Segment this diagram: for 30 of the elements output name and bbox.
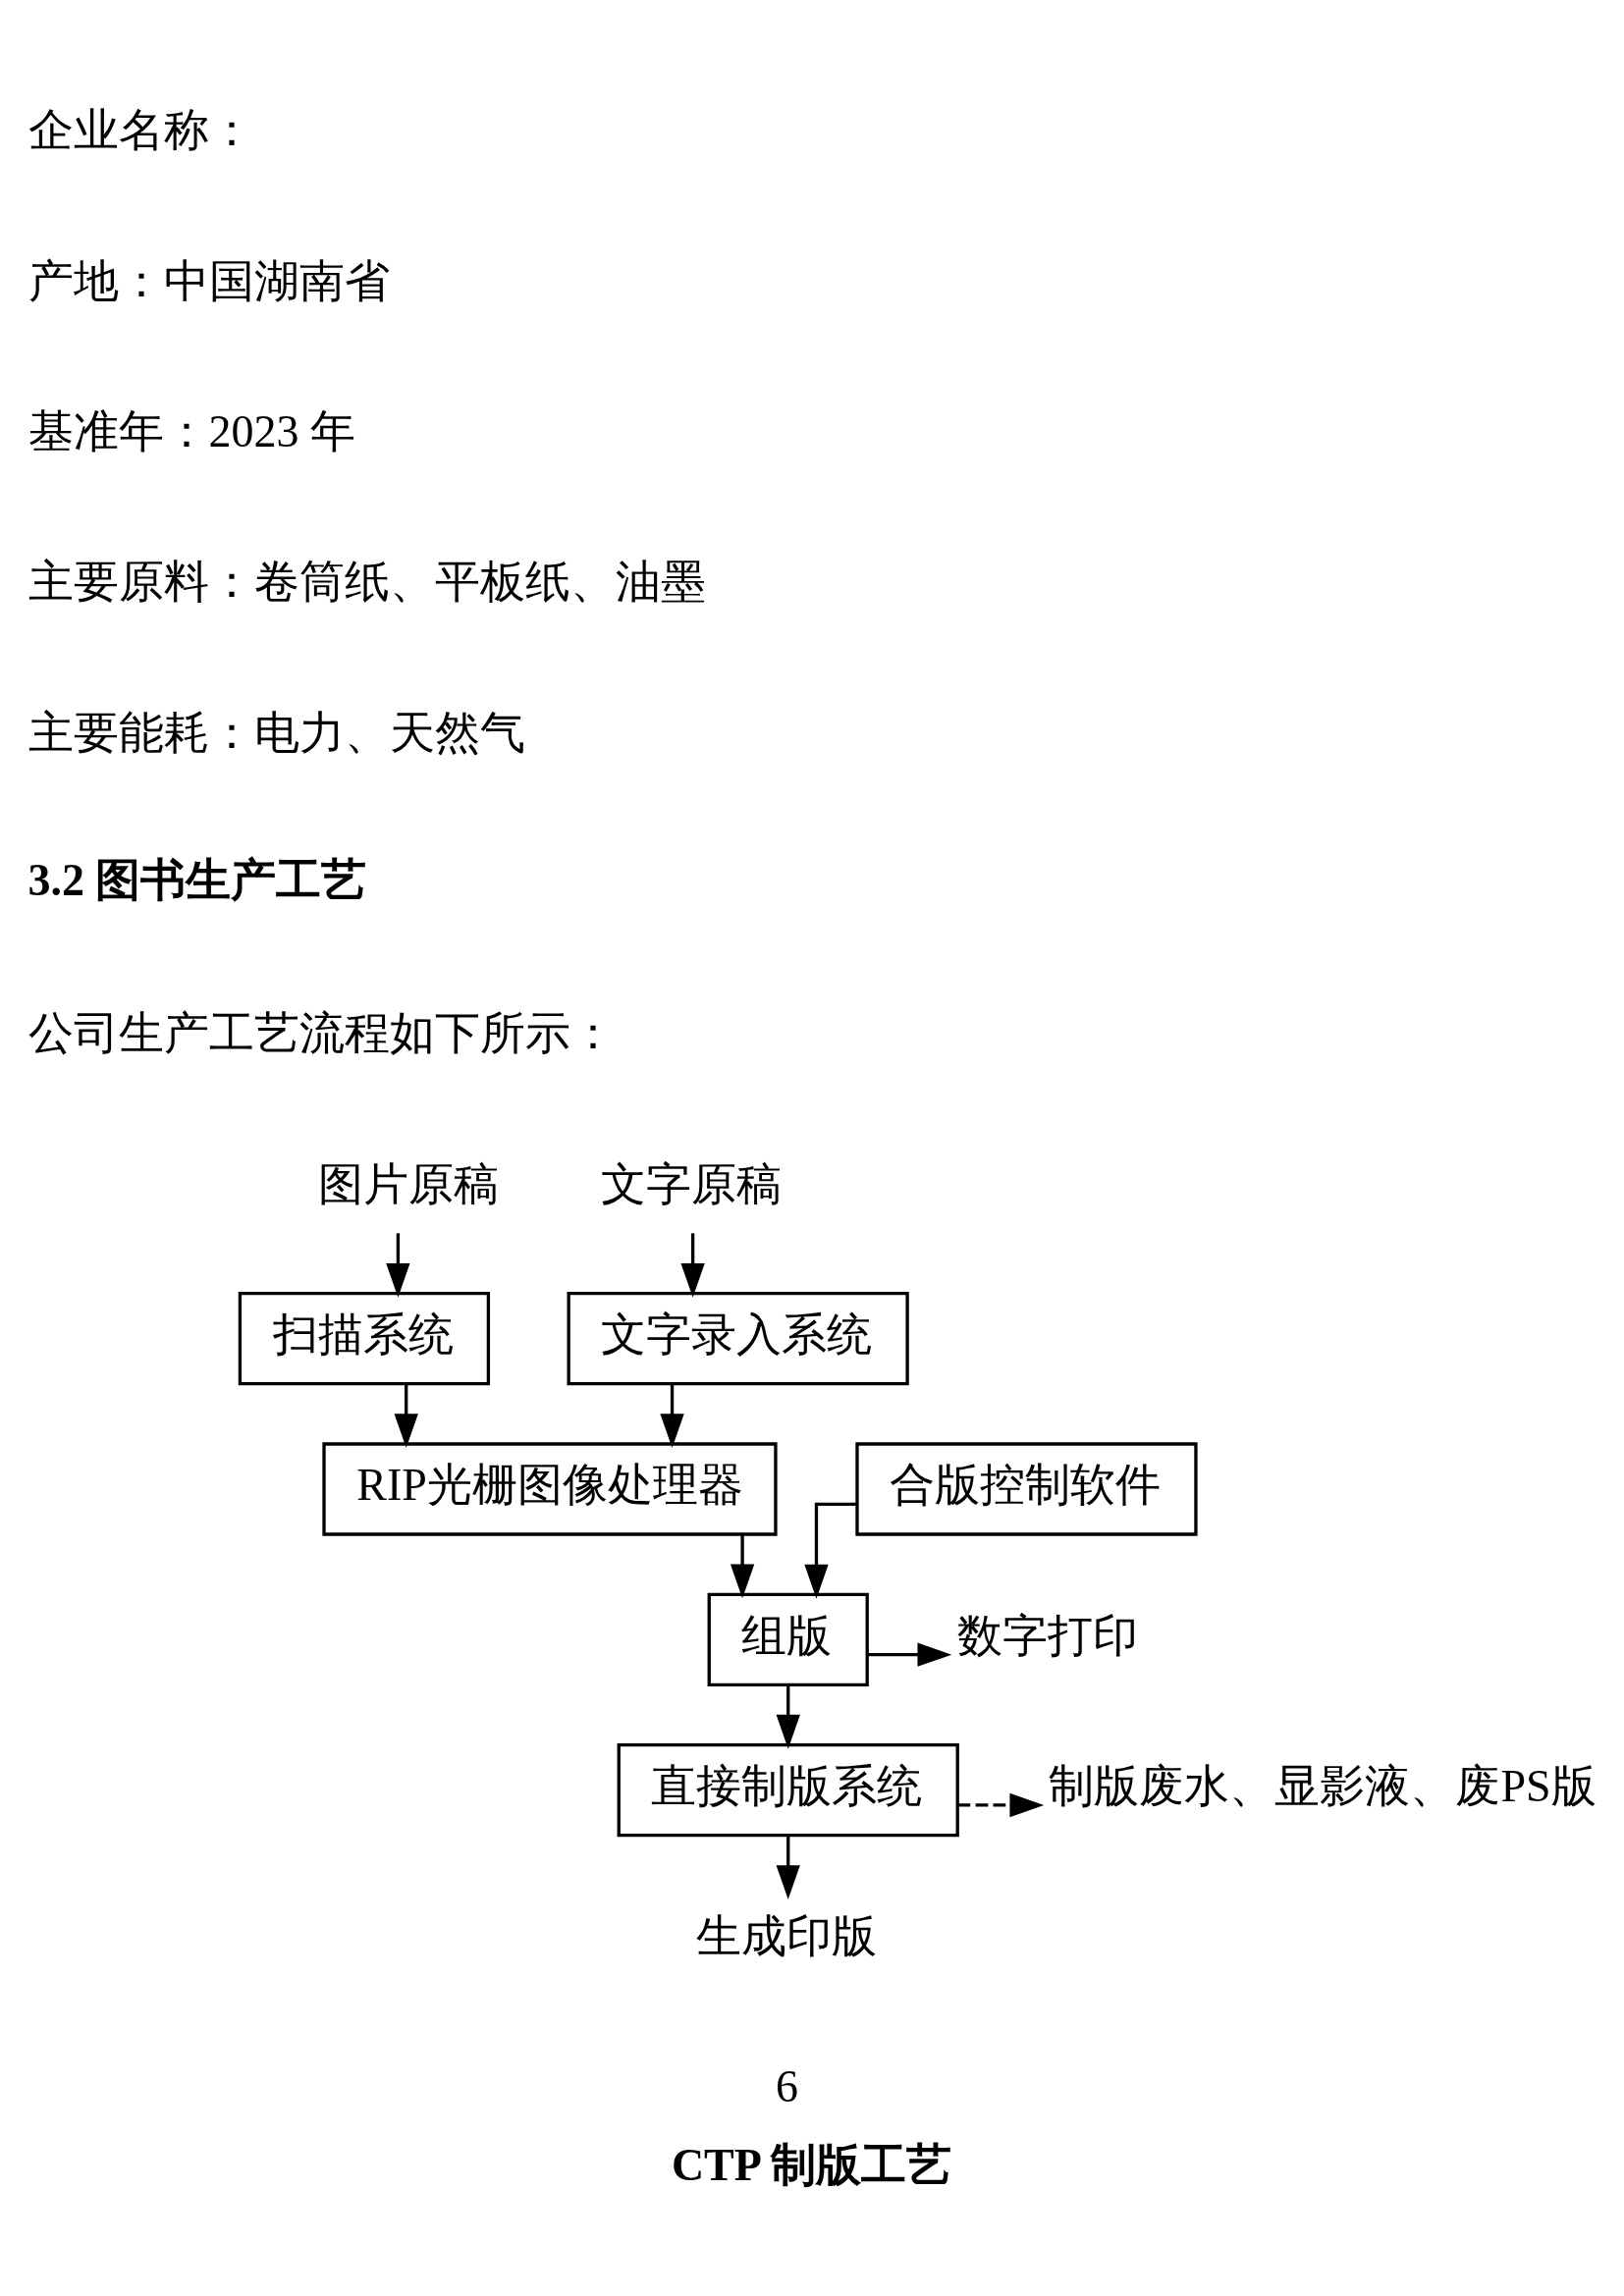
label: 企业名称： (27, 105, 254, 156)
arrow (957, 1792, 1045, 1818)
node-box: RIP光栅图像处理器 (322, 1442, 778, 1536)
arrow (660, 1383, 684, 1448)
node-text: 文字原稿 (601, 1158, 783, 1209)
node-text: 数字打印 (957, 1610, 1139, 1661)
label: 主要原料：卷筒纸、平板纸、油墨 (27, 557, 706, 608)
node-box: 文字录入系统 (567, 1292, 909, 1386)
arrow (804, 1502, 857, 1599)
arrow (867, 1642, 952, 1667)
node-box: 直接制版系统 (617, 1742, 959, 1838)
label: 产地：中国湖南省 (27, 255, 390, 306)
node-box: 合版控制软件 (855, 1442, 1198, 1536)
label: 公司生产工艺流程如下所示： (27, 1008, 616, 1059)
arrow (776, 1684, 800, 1749)
node-box: 扫描系统 (238, 1292, 491, 1386)
arrow (730, 1534, 755, 1599)
node-text: 生成印版 (696, 1911, 878, 1962)
label: 基准年：2023 年 (27, 406, 355, 457)
arrow (394, 1383, 418, 1448)
label: 主要能耗：电力、天然气 (27, 707, 525, 758)
arrow (386, 1233, 410, 1298)
node-text: 制版废水、显影液、废PS版 (1049, 1760, 1597, 1811)
arrow (680, 1233, 705, 1298)
node-text: 图片原稿 (317, 1158, 499, 1209)
arrow (776, 1835, 800, 1899)
label: 3.2 图书生产工艺 (27, 855, 367, 906)
label: 6 (775, 2061, 798, 2112)
node-box: 组版 (707, 1592, 869, 1686)
caption: CTP 制版工艺 (671, 2139, 951, 2190)
